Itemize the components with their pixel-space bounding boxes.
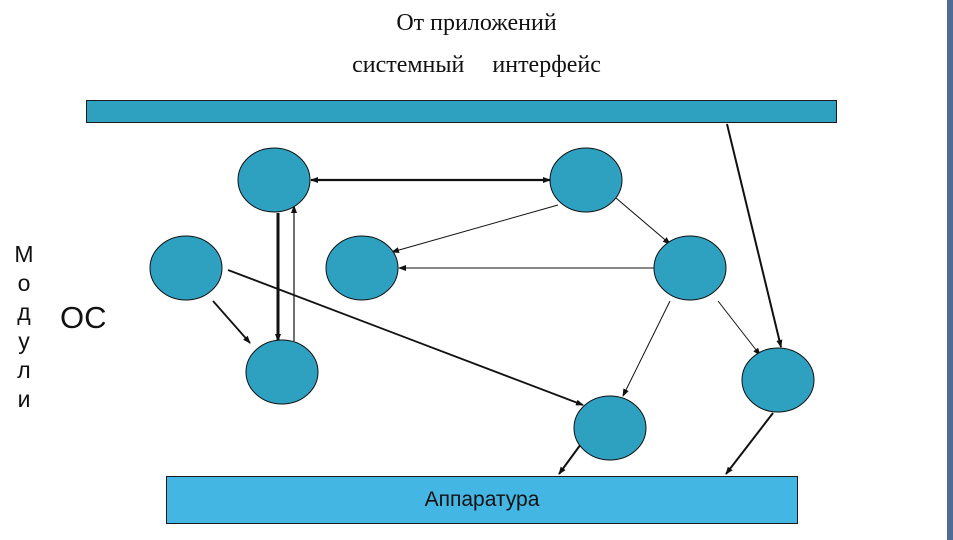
modules-letter: л xyxy=(17,357,31,383)
edge-m7-bottombar xyxy=(725,412,774,475)
edge-m3-m6 xyxy=(212,300,251,344)
edge-m8-bottombar xyxy=(558,443,582,475)
title-from-applications: От приложений xyxy=(396,10,557,36)
edge-m5-m7 xyxy=(717,300,761,356)
module-far-right xyxy=(741,347,815,413)
module-top-left xyxy=(237,147,311,213)
system-interface-bar xyxy=(86,100,837,123)
modules-vertical-label: М о д у л и xyxy=(12,240,36,414)
edge-m2-m4 xyxy=(391,204,559,253)
title-system-interface: системный интерфейс xyxy=(0,52,953,79)
edge-m2-m5 xyxy=(615,197,671,245)
edge-m3-m8 xyxy=(227,269,584,406)
title-system-word: системный xyxy=(352,52,465,78)
modules-letter: М xyxy=(14,241,34,267)
window-right-edge xyxy=(947,0,953,540)
module-center xyxy=(325,235,399,301)
title-interface-word: интерфейс xyxy=(492,52,601,78)
edge-topbar-m7 xyxy=(726,123,783,348)
module-bottom-left xyxy=(245,339,319,405)
modules-letter: д xyxy=(17,299,31,325)
hardware-bar: Аппаратура xyxy=(166,476,798,524)
module-bottom-center xyxy=(573,395,647,461)
module-top-right xyxy=(549,147,623,213)
hardware-label: Аппаратура xyxy=(424,488,540,511)
module-right xyxy=(653,235,727,301)
modules-letter: у xyxy=(18,328,30,354)
modules-letter: и xyxy=(17,386,31,412)
module-left xyxy=(149,235,223,301)
edge-m5-m8 xyxy=(622,300,671,397)
modules-letter: о xyxy=(17,270,31,296)
os-label: ОС xyxy=(60,300,107,335)
